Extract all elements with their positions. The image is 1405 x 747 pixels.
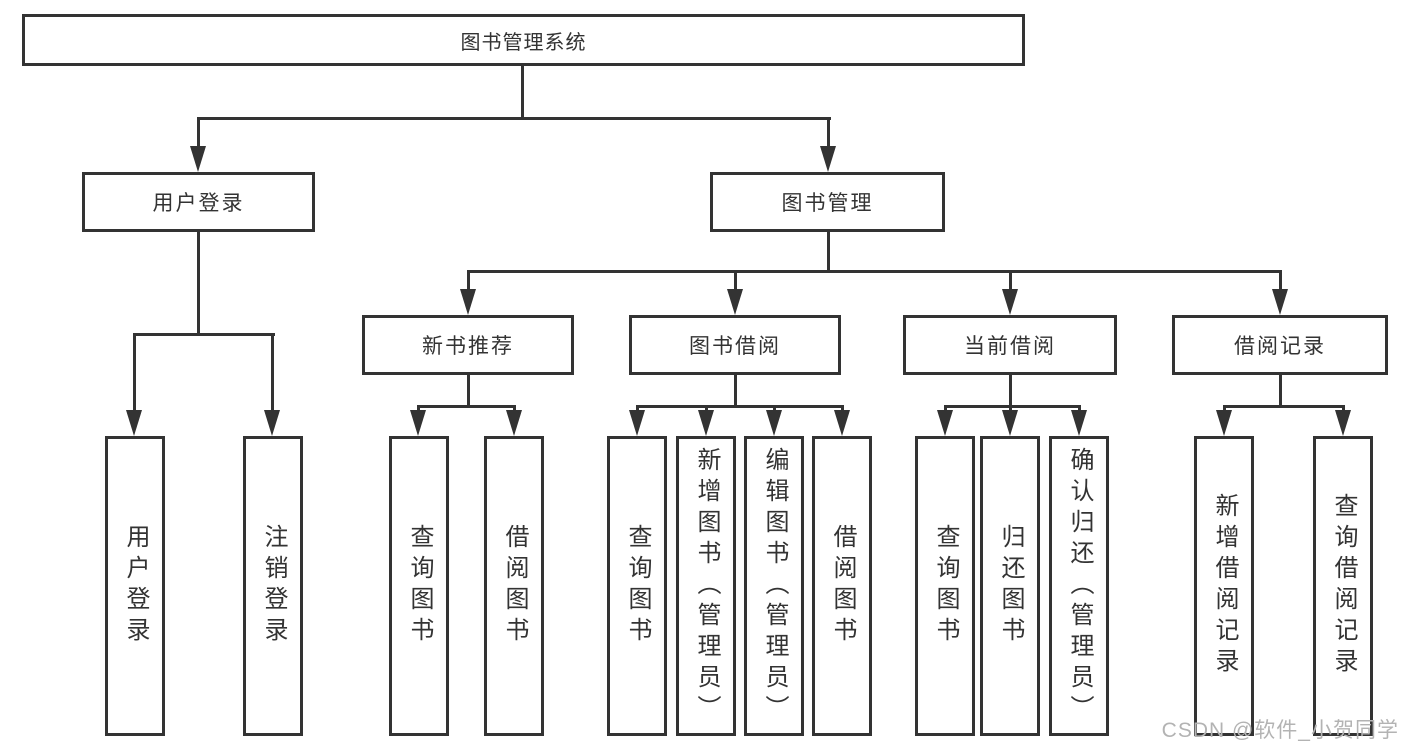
edge-newbooks-trunk bbox=[467, 375, 470, 407]
arrow-down-icon bbox=[820, 146, 836, 172]
edge-drop bbox=[734, 270, 737, 291]
arrow-down-icon bbox=[1335, 410, 1351, 436]
arrow-down-icon bbox=[1002, 410, 1018, 436]
edge-newbooks-branch bbox=[417, 405, 516, 408]
edge-drop bbox=[1223, 405, 1226, 414]
edge-drop bbox=[1342, 405, 1345, 414]
watermark: CSDN @软件_小贺同学 bbox=[1161, 719, 1399, 742]
arrow-down-icon bbox=[1071, 410, 1087, 436]
leaf-borrow-books: 借阅图书 bbox=[812, 436, 872, 736]
edge-drop bbox=[1009, 270, 1012, 291]
leaf-query-books-current: 查询图书 bbox=[915, 436, 975, 736]
arrow-down-icon bbox=[1272, 289, 1288, 315]
node-borrow-records: 借阅记录 bbox=[1172, 315, 1388, 375]
edge-drop bbox=[827, 117, 830, 148]
node-book-borrow: 图书借阅 bbox=[629, 315, 841, 375]
arrow-down-icon bbox=[264, 410, 280, 436]
leaf-query-borrow-record: 查询借阅记录 bbox=[1313, 436, 1373, 736]
edge-bookborrow-branch bbox=[636, 405, 844, 408]
leaf-query-books-recommend: 查询图书 bbox=[389, 436, 449, 736]
leaf-add-book-admin: 新增图书（管理员） bbox=[676, 436, 736, 736]
arrow-down-icon bbox=[727, 289, 743, 315]
edge-drop bbox=[841, 405, 844, 414]
node-current-borrow: 当前借阅 bbox=[903, 315, 1117, 375]
edge-userlogin-trunk bbox=[197, 232, 200, 335]
arrow-down-icon bbox=[937, 410, 953, 436]
node-new-book-recommend: 新书推荐 bbox=[362, 315, 574, 375]
edge-currentborrow-branch bbox=[944, 405, 1081, 408]
edge-bookmgmt-branch bbox=[467, 270, 1282, 273]
leaf-add-borrow-record: 新增借阅记录 bbox=[1194, 436, 1254, 736]
leaf-borrow-books-recommend: 借阅图书 bbox=[484, 436, 544, 736]
arrow-down-icon bbox=[1002, 289, 1018, 315]
leaf-user-login: 用户登录 bbox=[105, 436, 165, 736]
edge-drop bbox=[1009, 405, 1012, 414]
edge-drop bbox=[467, 270, 470, 291]
edge-bookborrow-trunk bbox=[734, 375, 737, 407]
edge-drop bbox=[636, 405, 639, 414]
arrow-down-icon bbox=[410, 410, 426, 436]
edge-records-trunk bbox=[1279, 375, 1282, 407]
edge-drop bbox=[133, 333, 136, 412]
node-book-management: 图书管理 bbox=[710, 172, 945, 232]
arrow-down-icon bbox=[834, 410, 850, 436]
arrow-down-icon bbox=[126, 410, 142, 436]
edge-root-branch bbox=[197, 117, 831, 120]
arrow-down-icon bbox=[460, 289, 476, 315]
leaf-edit-book-admin: 编辑图书（管理员） bbox=[744, 436, 804, 736]
edge-userlogin-branch bbox=[133, 333, 275, 336]
arrow-down-icon bbox=[629, 410, 645, 436]
edge-drop bbox=[1279, 270, 1282, 291]
arrow-down-icon bbox=[506, 410, 522, 436]
edge-drop bbox=[513, 405, 516, 414]
arrow-down-icon bbox=[766, 410, 782, 436]
leaf-logout: 注销登录 bbox=[243, 436, 303, 736]
edge-drop bbox=[705, 405, 708, 414]
edge-currentborrow-trunk bbox=[1009, 375, 1012, 407]
leaf-query-books-borrow: 查询图书 bbox=[607, 436, 667, 736]
arrow-down-icon bbox=[1216, 410, 1232, 436]
edge-root-trunk bbox=[521, 66, 524, 118]
edge-drop bbox=[773, 405, 776, 414]
edge-drop bbox=[944, 405, 947, 414]
arrow-down-icon bbox=[190, 146, 206, 172]
edge-drop bbox=[197, 117, 200, 148]
edge-records-branch bbox=[1223, 405, 1345, 408]
edge-drop bbox=[417, 405, 420, 414]
arrow-down-icon bbox=[698, 410, 714, 436]
edge-bookmgmt-trunk bbox=[827, 232, 830, 272]
edge-drop bbox=[1078, 405, 1081, 414]
node-user-login: 用户登录 bbox=[82, 172, 315, 232]
leaf-confirm-return-admin: 确认归还（管理员） bbox=[1049, 436, 1109, 736]
node-library-system: 图书管理系统 bbox=[22, 14, 1025, 66]
leaf-return-book: 归还图书 bbox=[980, 436, 1040, 736]
edge-drop bbox=[271, 333, 274, 412]
